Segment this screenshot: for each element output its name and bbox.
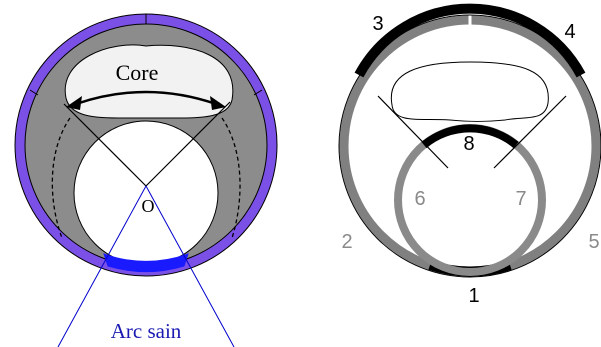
core-ray-left [63, 103, 147, 187]
boundary-line-left [377, 95, 449, 169]
arrowhead-right [210, 96, 226, 110]
center-label: O [142, 196, 155, 216]
core-width-arrow [75, 90, 217, 106]
arc-ray-right [145, 185, 235, 347]
boundary-line-right [493, 95, 567, 169]
segment-label-8: 8 [463, 133, 474, 155]
segment-label-6: 6 [414, 188, 425, 210]
segment-label-1: 1 [468, 285, 479, 307]
healthy-band [40, 230, 252, 293]
core-shape [390, 61, 549, 122]
ring-tick-left [29, 89, 39, 96]
arrowhead-left [66, 96, 82, 110]
core-ray-right [145, 101, 231, 187]
core-label: Core [116, 60, 159, 85]
core-region [64, 44, 234, 119]
lumen [73, 120, 219, 266]
segment-label-4: 4 [564, 21, 575, 43]
segment-label-3: 3 [372, 13, 383, 35]
ring-tick-right [253, 89, 263, 96]
segment-8-arc [421, 124, 519, 149]
segment-label-5: 5 [588, 231, 599, 253]
segment-label-7: 7 [515, 188, 526, 210]
outer-ring-outline [338, 14, 601, 278]
right-segment-diagram: 3 4 8 6 7 2 5 1 [338, 3, 601, 307]
segment-label-2: 2 [341, 231, 352, 253]
segment-3-4-arc [354, 3, 586, 78]
arc-ray-left [57, 185, 147, 347]
arc-label: Arc sain [111, 319, 182, 343]
left-vessel-diagram: Core O Arc sain [14, 13, 278, 347]
